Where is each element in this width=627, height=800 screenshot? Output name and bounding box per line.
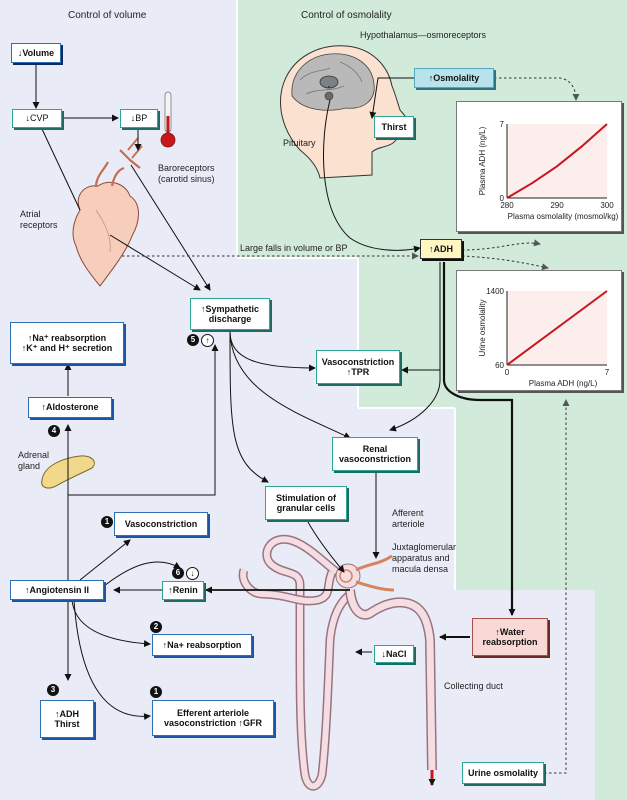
vasoconstriction-tpr-box: Vasoconstriction↑TPR xyxy=(316,350,400,384)
osmolality-heading: Control of osmolality xyxy=(301,10,392,21)
chart1-x-tick-label: 280 xyxy=(500,201,514,210)
chart2-y-tick-label: 60 xyxy=(495,361,504,370)
badge-6: 6 xyxy=(172,567,184,579)
baroreceptors-label: Baroreceptors(carotid sinus) xyxy=(158,163,215,184)
badge-1-vasoconstriction: 1 xyxy=(101,516,113,528)
badge-6-down-arrow: ↓ xyxy=(186,567,199,580)
chart1-y-axis-label: Plasma ADH (ng/L) xyxy=(478,126,487,195)
dotted-arrows xyxy=(122,77,580,774)
chart2-x-tick-label: 7 xyxy=(605,368,610,377)
chart2-x-tick-label: 0 xyxy=(505,368,510,377)
adh-up-box: ↑ADH xyxy=(420,239,462,259)
cvp-down-box: ↓CVP xyxy=(12,109,62,128)
badge-5: 5 xyxy=(187,334,199,346)
chart2-series-line xyxy=(506,290,608,366)
chart1-x-tick-label: 290 xyxy=(550,201,564,210)
nacl-down-box: ↓NaCl xyxy=(374,645,414,663)
badge-5-up-arrow: ↑ xyxy=(201,334,214,347)
volume-heading: Control of volume xyxy=(68,10,147,21)
badge-4: 4 xyxy=(48,425,60,437)
chart1-series-line xyxy=(506,123,608,199)
badge-2: 2 xyxy=(150,621,162,633)
osmolality-up-box: ↑Osmolality xyxy=(414,68,494,88)
large-falls-label: Large falls in volume or BP xyxy=(240,243,348,253)
heart-illustration xyxy=(72,137,143,287)
hypothalamus-label: Hypothalamus—osmoreceptors xyxy=(360,30,487,40)
angiotensin-box: ↑Angiotensin II xyxy=(10,580,104,600)
badge-3: 3 xyxy=(47,684,59,696)
chart2-y-tick-label: 1400 xyxy=(486,287,504,296)
vasoconstriction-box: Vasoconstriction xyxy=(114,512,208,536)
renin-box: ↑Renin xyxy=(162,581,204,600)
badge-1-efferent: 1 xyxy=(150,686,162,698)
na-reabsorption-secretion-box: ↑Na⁺ reabsorption↑K⁺ and H⁺ secretion xyxy=(10,322,124,364)
chart2-x-axis-label: Plasma ADH (ng/L) xyxy=(529,379,598,388)
chart2-y-axis-label: Urine osmolality xyxy=(478,300,487,357)
chart1-plot-area xyxy=(507,124,607,198)
pituitary-label: Pituitary xyxy=(283,138,316,148)
arrows xyxy=(32,63,516,721)
thermometer-illustration xyxy=(160,91,176,148)
volume-down-box: ↓Volume xyxy=(11,43,61,63)
chart1-y-tick-label: 0 xyxy=(500,194,505,203)
collecting-duct-label: Collecting duct xyxy=(444,681,504,691)
chart1-x-axis-label: Plasma osmolality (mosmol/kg) xyxy=(508,212,619,221)
thirst-box: Thirst xyxy=(374,116,414,138)
chart1-y-tick-label: 7 xyxy=(500,120,505,129)
aldosterone-box: ↑Aldosterone xyxy=(28,397,112,418)
urine-osmolality-box: Urine osmolality xyxy=(462,762,544,784)
chart1-x-tick-label: 300 xyxy=(600,201,614,210)
na-reabsorption-box: ↑Na+ reabsorption xyxy=(152,634,252,656)
bp-down-box: ↓BP xyxy=(120,109,158,128)
